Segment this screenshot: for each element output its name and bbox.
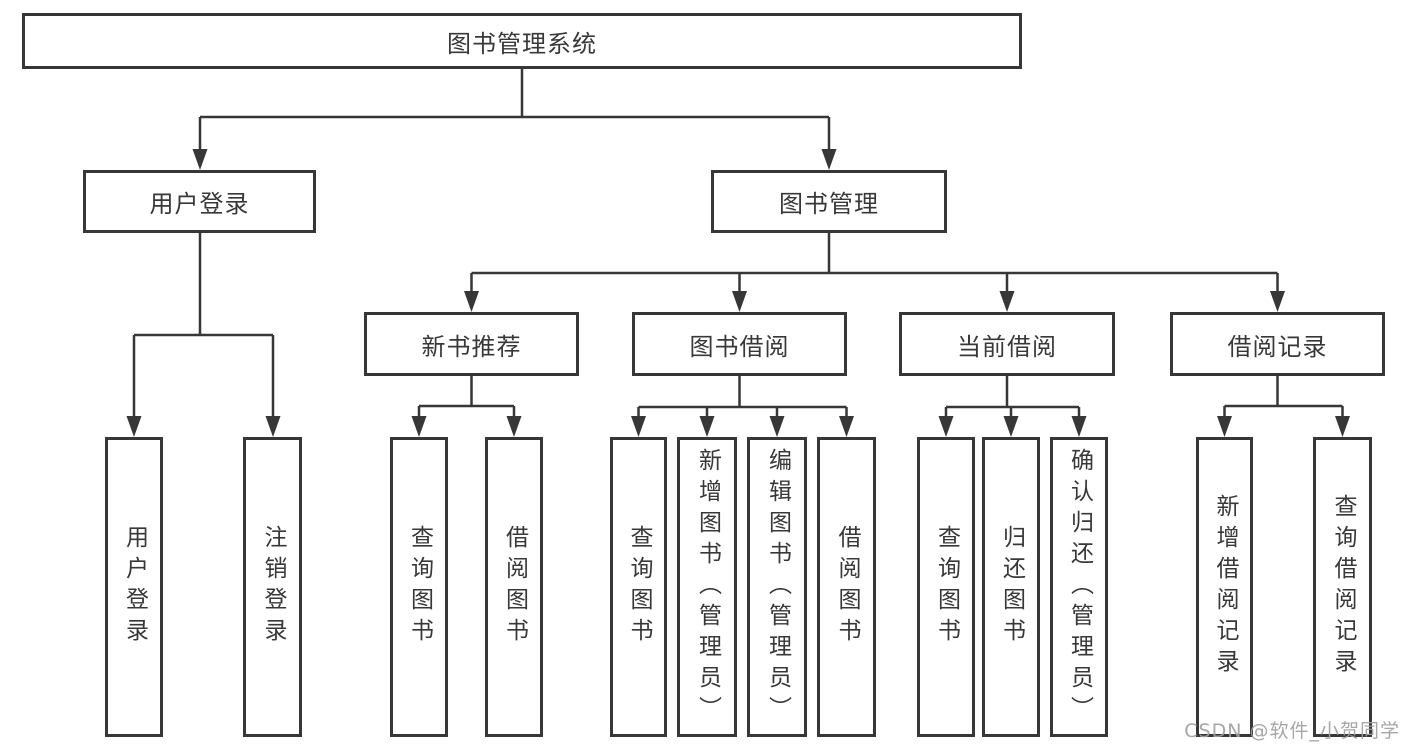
node-label: 查询借阅记录: [1330, 494, 1356, 680]
leaf-query-books-borrow: 查询图书: [610, 437, 667, 737]
node-current-borrow: 当前借阅: [899, 312, 1115, 376]
node-label: 图书管理: [779, 190, 879, 218]
arrowhead: [265, 416, 281, 437]
arrowhead: [821, 149, 837, 170]
node-label: 用户登录: [149, 190, 250, 218]
node-label: 归还图书: [998, 525, 1025, 649]
arrowhead: [1071, 416, 1087, 437]
node-label: 当前借阅: [957, 332, 1057, 361]
node-label: 图书管理系统: [447, 29, 597, 58]
arrowhead: [769, 416, 785, 437]
node-new-book-recommend: 新书推荐: [364, 312, 579, 376]
arrowhead: [1335, 416, 1350, 437]
leaf-logout: 注销登录: [243, 437, 302, 737]
node-library-management-system: 图书管理系统: [22, 13, 1022, 69]
arrowhead: [999, 291, 1015, 312]
arrowhead: [699, 416, 715, 437]
node-book-borrow: 图书借阅: [632, 312, 847, 376]
leaf-query-books-recommend: 查询图书: [390, 437, 448, 737]
node-label: 查询图书: [933, 525, 960, 649]
arrowhead: [1217, 416, 1232, 437]
node-label: 确认归还（管理员）: [1066, 447, 1093, 727]
leaf-add-borrow-record: 新增借阅记录: [1196, 437, 1253, 737]
node-label: 编辑图书（管理员）: [764, 447, 791, 727]
node-label: 借阅图书: [834, 525, 860, 649]
node-book-management: 图书管理: [711, 170, 947, 233]
leaf-borrow-books-recommend: 借阅图书: [485, 437, 543, 737]
arrowhead: [1003, 416, 1019, 437]
arrowhead: [464, 291, 479, 312]
leaf-edit-book-admin: 编辑图书（管理员）: [747, 437, 807, 737]
node-label: 借阅记录: [1227, 332, 1328, 361]
arrowheads: [126, 149, 1350, 437]
node-label: 查询图书: [406, 525, 433, 649]
arrowhead: [506, 416, 522, 437]
leaf-query-borrow-record: 查询借阅记录: [1313, 437, 1372, 737]
leaf-add-book-admin: 新增图书（管理员）: [677, 437, 737, 737]
csdn-watermark: CSDN @软件_小贺同学: [1184, 720, 1400, 742]
connector-lines: [132, 69, 1344, 423]
node-label: 新书推荐: [421, 332, 522, 361]
node-user-login: 用户登录: [83, 170, 316, 233]
arrowhead: [1270, 291, 1285, 312]
node-label: 新增图书（管理员）: [694, 447, 721, 727]
arrowhead: [126, 416, 142, 437]
node-label: 借阅图书: [501, 525, 528, 649]
leaf-query-books-current: 查询图书: [917, 437, 975, 737]
leaf-return-book: 归还图书: [982, 437, 1040, 737]
arrowhead: [732, 291, 747, 312]
node-label: 用户登录: [121, 525, 148, 649]
leaf-confirm-return-admin: 确认归还（管理员）: [1050, 437, 1108, 737]
node-label: 新增借阅记录: [1212, 494, 1238, 680]
arrowhead: [938, 416, 954, 437]
leaf-borrow-books: 借阅图书: [817, 437, 876, 737]
node-label: 查询图书: [626, 525, 652, 649]
arrowhead: [411, 416, 427, 437]
arrowhead: [192, 149, 208, 170]
arrowhead: [631, 416, 646, 437]
node-borrow-records: 借阅记录: [1170, 312, 1385, 376]
node-label: 图书借阅: [689, 332, 790, 361]
arrowhead: [839, 416, 854, 437]
leaf-user-login: 用户登录: [105, 437, 163, 737]
node-label: 注销登录: [260, 525, 286, 649]
